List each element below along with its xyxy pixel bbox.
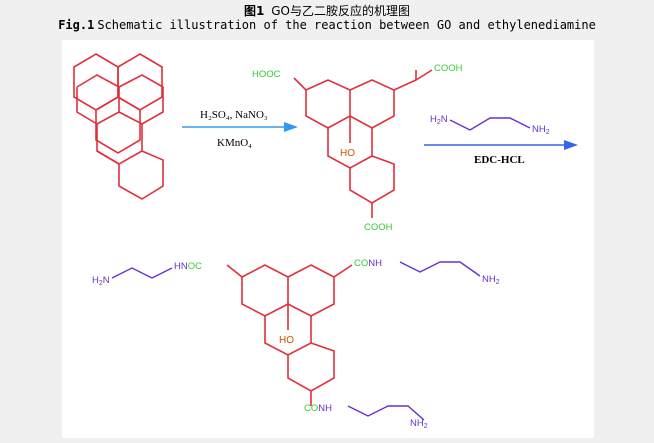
- graphene-oxide-rings: [305, 70, 417, 204]
- product-rings: [241, 264, 335, 392]
- go-cooh-left: HOOC: [252, 69, 281, 80]
- graphene-rings: [76, 74, 164, 200]
- caption-cn-prefix: 图1: [244, 4, 265, 18]
- product-right-chain: [399, 261, 481, 277]
- product-left-amide: HNOC: [174, 261, 202, 272]
- reaction-scheme-svg: H₂SO₄, NaNO₃ KMnO₄ HOOC COOH COOH HO H2N…: [73, 53, 578, 430]
- graphene-structure: [73, 53, 163, 154]
- reaction-scheme: H₂SO₄, NaNO₃ KMnO₄ HOOC COOH COOH HO H2N…: [62, 40, 594, 438]
- product-bottom-amide: CONH: [304, 403, 332, 414]
- product-right-amide: CONH: [354, 258, 382, 269]
- caption-chinese: 图1 GO与乙二胺反应的机理图: [0, 4, 654, 18]
- step2-amine-right: NH2: [532, 124, 550, 136]
- product-left-amine: H2N: [92, 275, 110, 287]
- step2-reagent-bottom: EDC-HCL: [474, 154, 525, 166]
- product-bottom-amine: NH2: [410, 418, 428, 430]
- ethylenediamine-structure: [449, 117, 531, 131]
- reaction-arrow-1: [182, 122, 298, 132]
- go-cooh-right: COOH: [434, 63, 463, 74]
- step1-reagent-bottom: KMnO₄: [217, 137, 252, 149]
- go-cooh-bottom: COOH: [364, 222, 393, 233]
- caption-en-text: Schematic illustration of the reaction b…: [97, 18, 596, 32]
- product-hydroxyl: HO: [279, 335, 294, 346]
- reaction-arrow-2: [424, 140, 578, 150]
- go-hydroxyl: HO: [340, 148, 355, 159]
- caption-en-prefix: Fig.1: [58, 18, 95, 32]
- step2-amine-left: H2N: [430, 114, 448, 126]
- product-bottom-chain: [347, 405, 425, 421]
- product-left-chain: [111, 267, 173, 279]
- step1-reagent-top: H₂SO₄, NaNO₃: [200, 109, 268, 121]
- caption-cn-text: GO与乙二胺反应的机理图: [271, 4, 410, 18]
- product-right-amine: NH2: [482, 274, 500, 286]
